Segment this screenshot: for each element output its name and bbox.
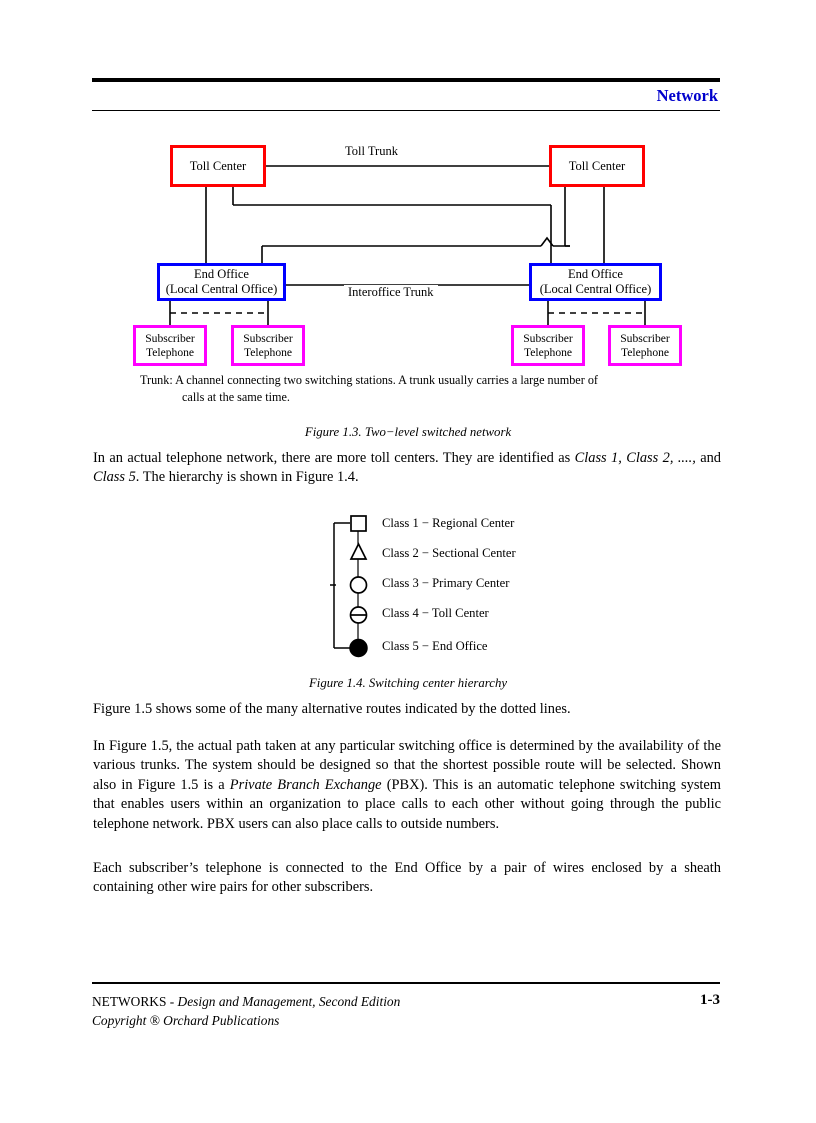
node-end-office-left: End Office (Local Central Office) xyxy=(157,263,286,301)
node-subscriber-telephone-3: Subscriber Telephone xyxy=(511,325,585,366)
filled-circle-symbol xyxy=(349,638,368,658)
triangle-symbol xyxy=(349,542,368,560)
node-label-line1: Subscriber xyxy=(243,331,293,345)
hierarchy-symbols xyxy=(330,515,368,658)
paragraph-text: In an actual telephone network, there ar… xyxy=(93,450,575,466)
paragraph-pbx: In Figure 1.5, the actual path taken at … xyxy=(93,737,721,834)
emphasis-class-5: Class 5 xyxy=(93,469,136,486)
paragraph-text-3: . The hierarchy is shown in Figure 1.4. xyxy=(135,469,359,486)
node-label-line2: Telephone xyxy=(523,345,573,359)
page-title: Network xyxy=(656,86,718,105)
figure-1-3-caption: Figure 1.3. Two−level switched network xyxy=(304,425,512,439)
paragraph-subscriber-wiring: Each subscriber’s telephone is connected… xyxy=(93,859,721,898)
node-end-office-right: End Office (Local Central Office) xyxy=(529,263,662,301)
node-toll-center-right: Toll Center xyxy=(549,145,645,187)
header-rule-bottom xyxy=(92,109,720,111)
trunk-note-line2: calls at the same time. xyxy=(182,390,290,405)
page-header: Network xyxy=(92,78,720,111)
node-label-line2: Telephone xyxy=(243,345,293,359)
square-symbol xyxy=(350,515,367,532)
node-label: Toll Center xyxy=(189,158,247,173)
node-toll-center-left: Toll Center xyxy=(170,145,266,187)
page-footer: NETWORKS - Design and Management, Second… xyxy=(92,982,720,1030)
page-number: 1-3 xyxy=(700,991,720,1008)
paragraph-toll-centers: In an actual telephone network, there ar… xyxy=(93,449,721,488)
footer-rule xyxy=(92,982,720,984)
node-label-line1: Subscriber xyxy=(145,331,195,345)
paragraph-text: Figure 1.5 shows some of the many altern… xyxy=(93,701,571,717)
node-subscriber-telephone-2: Subscriber Telephone xyxy=(231,325,305,366)
node-subscriber-telephone-4: Subscriber Telephone xyxy=(608,325,682,366)
paragraph-text-2: (PBX). This is an automatic telephone sw… xyxy=(93,776,721,832)
hierarchy-label-class-5: Class 5 − End Office xyxy=(382,639,488,653)
emphasis-private-branch-exchange: Private Branch Exchange xyxy=(229,776,382,793)
node-label-line2: (Local Central Office) xyxy=(539,282,652,296)
figure-1-4-caption: Figure 1.4. Switching center hierarchy xyxy=(308,676,508,690)
paragraph-text: In Figure 1.5, the actual path taken at … xyxy=(93,738,721,793)
header-rule-top xyxy=(92,78,720,82)
edge-label-toll-trunk: Toll Trunk xyxy=(341,144,402,159)
emphasis-class-list: Class 1, Class 2, ...., xyxy=(574,450,701,466)
hierarchy-label-class-4: Class 4 − Toll Center xyxy=(382,606,489,620)
paragraph-text: Each subscriber’s telephone is connected… xyxy=(93,860,721,896)
crossover-hop xyxy=(540,236,554,247)
node-label-line1: End Office xyxy=(194,267,249,282)
node-label-line1: Subscriber xyxy=(620,331,670,345)
footer-publication-subtitle: - Design and Management, Second Edition xyxy=(166,993,401,1009)
footer-copyright-line: Copyright ® Orchard Publications xyxy=(92,1012,280,1028)
node-label-line1: End Office xyxy=(568,267,623,282)
hierarchy-label-class-3: Class 3 − Primary Center xyxy=(382,576,510,590)
paragraph-figure-1-5-routes: Figure 1.5 shows some of the many altern… xyxy=(93,700,721,719)
trunk-note-line1: Trunk: A channel connecting two switchin… xyxy=(140,373,598,387)
footer-title-line: NETWORKS - Design and Management, Second… xyxy=(92,992,720,1011)
trunk-definition-note: Trunk: A channel connecting two switchin… xyxy=(140,372,700,407)
node-label-line2: Telephone xyxy=(620,345,670,359)
node-label-line1: Subscriber xyxy=(523,331,573,345)
node-label-line2: (Local Central Office) xyxy=(165,282,278,296)
edge-label-interoffice-trunk: Interoffice Trunk xyxy=(344,285,438,300)
footer-publication-name: NETWORKS xyxy=(92,993,167,1009)
node-label: Toll Center xyxy=(568,158,626,173)
paragraph-text-2: and xyxy=(700,450,721,466)
hierarchy-label-class-2: Class 2 − Sectional Center xyxy=(382,546,516,560)
node-label-line2: Telephone xyxy=(145,345,195,359)
hierarchy-label-class-1: Class 1 − Regional Center xyxy=(382,516,515,530)
circle-symbol xyxy=(349,576,368,594)
node-subscriber-telephone-1: Subscriber Telephone xyxy=(133,325,207,366)
figure-1-4-hierarchy: Class 1 − Regional Center Class 2 − Sect… xyxy=(330,508,590,663)
